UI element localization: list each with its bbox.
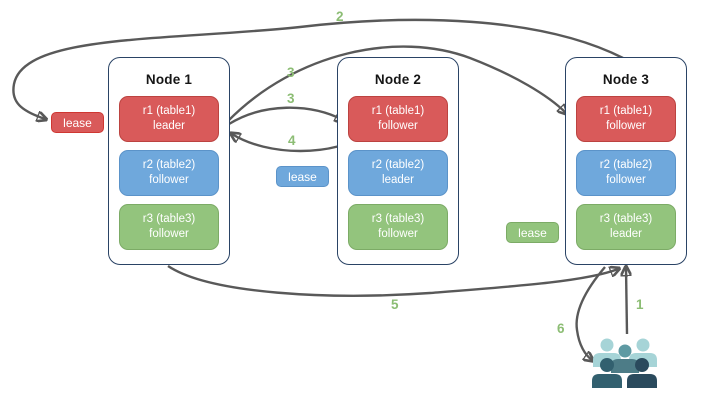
arrow-step3-node1-to-node2: [228, 106, 343, 126]
replica-line2: follower: [606, 174, 646, 186]
node-1-replica-r1: r1 (table1) leader: [119, 96, 219, 142]
node-1-title: Node 1: [145, 72, 193, 87]
replica-line2: leader: [382, 174, 414, 186]
arrow-step6-node3-to-users: [575, 266, 606, 360]
flow-label-step6: 6: [557, 321, 565, 336]
replica-line1: r3 (table3): [371, 212, 425, 225]
lease-badge-table3: lease: [506, 222, 559, 243]
person-bottom-right-icon: [627, 358, 657, 388]
arrow-step5-node1-to-node3: [167, 265, 618, 297]
flow-label-step3a: 3: [287, 65, 295, 80]
node-2-title: Node 2: [374, 72, 422, 87]
replica-line1: r2 (table2): [599, 158, 653, 171]
replica-line2: follower: [378, 120, 418, 132]
replica-line2: follower: [378, 228, 418, 240]
flow-label-step5: 5: [391, 297, 399, 312]
node-1-replica-r2: r2 (table2) follower: [119, 150, 219, 196]
replica-line1: r2 (table2): [142, 158, 196, 171]
flow-label-step4: 4: [288, 133, 296, 148]
flow-label-step1: 1: [636, 297, 644, 312]
arrow-step3-node1-to-node3: [227, 45, 566, 122]
person-bottom-left-icon: [592, 358, 622, 388]
replica-line1: r1 (table1): [371, 104, 425, 117]
lease-badge-table2: lease: [276, 166, 329, 187]
node-2-replica-r3: r3 (table3) follower: [348, 204, 448, 250]
node-2-replica-r1: r1 (table1) follower: [348, 96, 448, 142]
replica-line1: r2 (table2): [371, 158, 425, 171]
node-1: Node 1 r1 (table1) leader r2 (table2) fo…: [108, 57, 230, 265]
replica-line1: r3 (table3): [142, 212, 196, 225]
users-icon: [592, 338, 657, 388]
node-2-replica-r2: r2 (table2) leader: [348, 150, 448, 196]
lease-badge-table1: lease: [51, 112, 104, 133]
replica-line2: follower: [606, 120, 646, 132]
replica-line2: follower: [149, 174, 189, 186]
replica-line2: leader: [153, 120, 185, 132]
flow-label-step2: 2: [336, 9, 344, 24]
flow-label-step3b: 3: [287, 91, 295, 106]
node-3: Node 3 r1 (table1) follower r2 (table2) …: [565, 57, 687, 265]
replica-line2: follower: [149, 228, 189, 240]
replica-line2: leader: [610, 228, 642, 240]
person-middle-icon: [611, 344, 639, 373]
node-3-replica-r2: r2 (table2) follower: [576, 150, 676, 196]
replica-line1: r3 (table3): [599, 212, 653, 225]
node-2: Node 2 r1 (table1) follower r2 (table2) …: [337, 57, 459, 265]
node-3-title: Node 3: [602, 72, 650, 87]
node-3-replica-r3: r3 (table3) leader: [576, 204, 676, 250]
replica-line1: r1 (table1): [142, 104, 196, 117]
replica-line1: r1 (table1): [599, 104, 653, 117]
arrow-step1-users-to-node3: [626, 268, 627, 335]
arrow-step2-node3-to-lease: [12, 18, 624, 119]
node-3-replica-r1: r1 (table1) follower: [576, 96, 676, 142]
node-1-replica-r3: r3 (table3) follower: [119, 204, 219, 250]
